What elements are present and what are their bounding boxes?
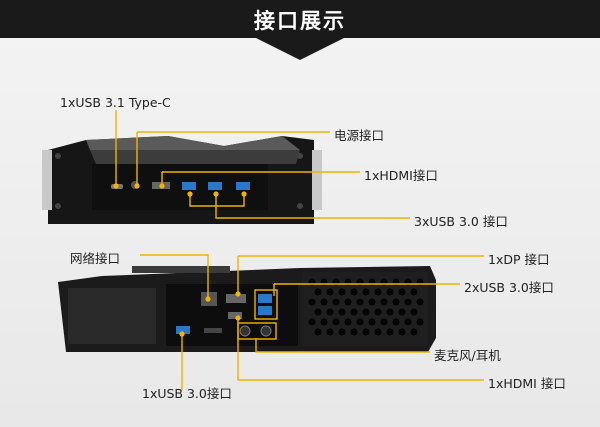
label-mic-headphone: 麦克风/耳机: [434, 348, 501, 363]
usb-port-rear-2: [258, 306, 272, 315]
label-usb31-typec: 1xUSB 3.1 Type-C: [60, 95, 171, 110]
callout-lines: [115, 110, 484, 390]
title-banner: 接口展示: [0, 0, 600, 38]
label-power-port: 电源接口: [334, 128, 385, 143]
title-banner-pointer: [256, 38, 344, 60]
label-hdmi-rear: 1xHDMI 接口: [488, 376, 566, 391]
dp-port: [226, 294, 246, 303]
mic-jack: [239, 325, 251, 337]
label-usb30-x1: 1xUSB 3.0接口: [142, 386, 232, 401]
label-network-port: 网络接口: [70, 251, 121, 266]
page-title: 接口展示: [254, 9, 346, 33]
label-dp-port: 1xDP 接口: [488, 252, 550, 267]
usb-port-3: [236, 182, 250, 190]
callout-dots: [113, 183, 247, 337]
label-hdmi-front: 1xHDMI接口: [364, 168, 438, 183]
label-usb30-x2: 2xUSB 3.0接口: [464, 280, 554, 295]
hdmi-port-rear: [228, 312, 242, 319]
usb-port-rear-1: [258, 294, 272, 303]
headphone-jack: [260, 325, 272, 337]
usb-port-2: [208, 182, 222, 190]
card-slot: [204, 328, 222, 333]
label-usb30-x3: 3xUSB 3.0 接口: [414, 214, 508, 229]
usb-port-1: [182, 182, 196, 190]
usb-port-rear-left: [176, 326, 190, 334]
front-panel-device: [42, 136, 322, 224]
